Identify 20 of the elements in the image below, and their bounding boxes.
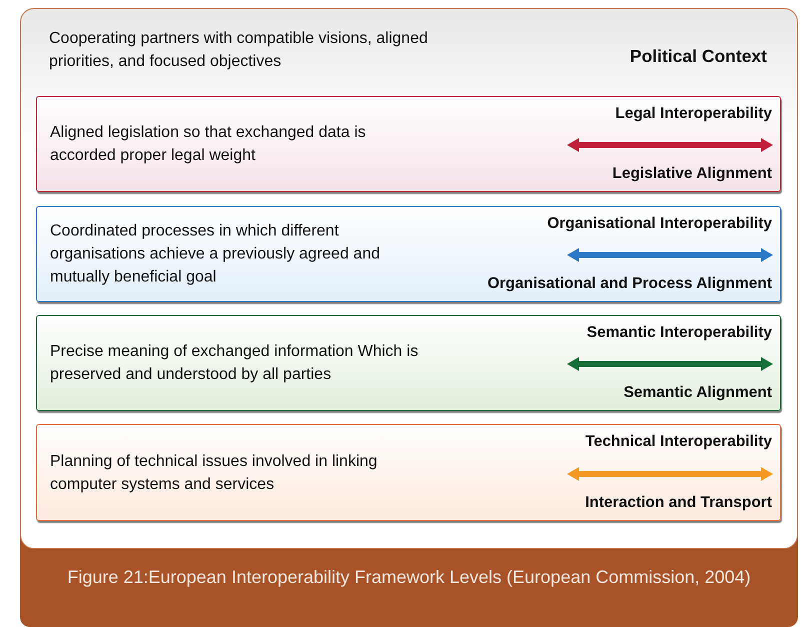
level-title: Political Context <box>630 46 767 67</box>
level-title: Organisational Interoperability <box>547 215 772 233</box>
alignment-label: Interaction and Transport <box>585 494 772 512</box>
figure-caption: Figure 21:European Interoperability Framework Levels (European Commission, 2004) <box>66 566 752 589</box>
context-panel <box>20 8 798 549</box>
level-description: Cooperating partners with compatible visions, aligned priorities, and focused objectives <box>49 29 429 72</box>
alignment-label: Organisational and Process Alignment <box>487 275 772 293</box>
level-band <box>36 315 781 411</box>
alignment-label: Legislative Alignment <box>612 165 772 183</box>
alignment-label: Semantic Alignment <box>624 384 772 402</box>
level-band <box>36 206 781 302</box>
level-title: Technical Interoperability <box>585 433 772 451</box>
level-title: Semantic Interoperability <box>586 324 772 342</box>
level-description: Aligned legislation so that exchanged data is accorded proper legal weight <box>50 123 367 166</box>
level-band <box>36 96 781 192</box>
level-description: Coordinated processes in which different organisations achieve a previously agreed and mutually beneficial goal <box>50 222 381 288</box>
level-band <box>36 424 781 521</box>
level-description: Precise meaning of exchanged information Which is preserved and understood by all parties <box>50 342 420 385</box>
level-title: Legal Interoperability <box>615 105 772 123</box>
level-description: Planning of technical issues involved in linking computer systems and services <box>50 452 378 494</box>
